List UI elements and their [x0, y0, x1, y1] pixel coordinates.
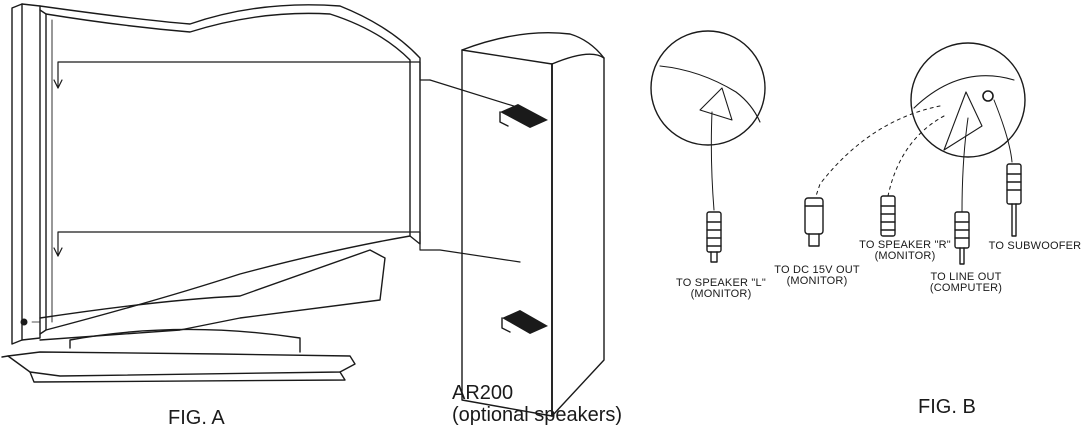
label-subwoofer: TO SUBWOOFER: [988, 240, 1082, 252]
label-dc-out-line1: TO DC 15V OUT: [774, 264, 860, 276]
label-dc-out-line2: (MONITOR): [786, 275, 848, 287]
label-line-out: TO LINE OUT (COMPUTER): [916, 272, 1016, 294]
detail-circle-left: [650, 30, 766, 263]
detail-circle-right: [804, 42, 1026, 265]
label-speaker-l-line2: (MONITOR): [690, 288, 752, 300]
label-speaker-r: TO SPEAKER "R" (MONITOR): [850, 240, 960, 262]
label-speaker-l: TO SPEAKER "L" (MONITOR): [668, 278, 774, 300]
caption-speakers: AR200 (optional speakers): [452, 382, 622, 426]
mounting-arrows: [53, 61, 521, 263]
label-speaker-l-line1: TO SPEAKER "L": [676, 277, 766, 289]
caption-speakers-note: (optional speakers): [452, 404, 623, 426]
monitor-illustration: [1, 3, 421, 383]
caption-speakers-model: AR200: [452, 382, 514, 404]
label-speaker-r-line2: (MONITOR): [874, 250, 936, 262]
speaker-illustration: [461, 32, 605, 417]
label-line-out-line1: TO LINE OUT: [930, 271, 1002, 283]
label-dc-out: TO DC 15V OUT (MONITOR): [762, 265, 872, 287]
label-line-out-line2: (COMPUTER): [929, 282, 1003, 294]
caption-fig-a: FIG. A: [168, 407, 225, 429]
label-speaker-r-line1: TO SPEAKER "R": [859, 239, 951, 251]
caption-fig-b: FIG. B: [918, 396, 976, 418]
